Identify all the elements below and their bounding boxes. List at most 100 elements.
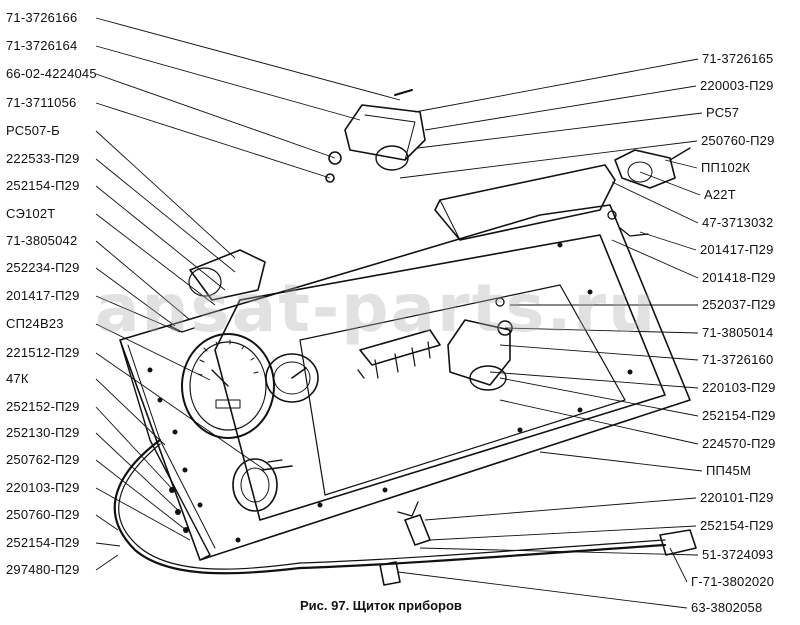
callout-label-left: 66-02-4224045 (6, 66, 97, 81)
screws (169, 210, 649, 517)
leader-line-left (95, 514, 119, 531)
figure-caption: Рис. 97. Щиток приборов (300, 598, 462, 613)
upper-left-bracket (188, 249, 266, 301)
callout-label-right: 71-3805014 (702, 325, 774, 340)
leader-line-right (611, 181, 699, 224)
leader-line-left (95, 406, 176, 493)
leader-line-left (95, 45, 361, 121)
leader-line-left (95, 352, 266, 471)
callout-label-right: 63-3802058 (691, 600, 763, 615)
callout-label-right: 252154-П29 (700, 518, 774, 533)
leader-line-right (399, 140, 698, 179)
callout-label-right: Г-71-3802020 (691, 574, 775, 589)
callout-label-right: 201418-П29 (702, 270, 776, 285)
leader-line-right (429, 525, 697, 541)
callout-label-left: 71-3726164 (6, 38, 78, 53)
lamp-assembly (614, 147, 691, 189)
leader-line-left (95, 130, 236, 259)
callout-label-left: 252152-П29 (6, 399, 80, 414)
panel-outline (119, 204, 691, 561)
leader-line-left (95, 267, 176, 327)
callout-label-left: 252154-П29 (6, 178, 80, 193)
callout-label-left: 220103-П29 (6, 480, 80, 495)
callout-label-left: 297480-П29 (6, 562, 80, 577)
top-rail (434, 164, 616, 241)
callout-label-left: 71-3805042 (6, 233, 78, 248)
callout-label-right: РС57 (706, 105, 740, 120)
small-gauge (232, 458, 293, 512)
leader-line-right (499, 377, 699, 417)
leader-line-left (95, 185, 226, 291)
callout-label-left: 250760-П29 (6, 507, 80, 522)
callout-label-right: 224570-П29 (702, 436, 776, 451)
leader-line-right (664, 159, 698, 169)
callout-label-left: 71-3726166 (6, 10, 78, 25)
leader-line-right (611, 239, 699, 279)
leader-line-left (95, 459, 187, 531)
callout-label-right: 220003-П29 (700, 78, 774, 93)
callout-label-right: 252037-П29 (702, 297, 776, 312)
speedometer-cable (113, 438, 667, 575)
leader-line-left (95, 542, 121, 547)
leader-line-right (539, 451, 703, 472)
callout-label-left: 71-3711056 (6, 95, 77, 110)
leader-line-right (419, 547, 699, 556)
leader-line-right (669, 547, 688, 583)
leader-line-right (499, 399, 699, 445)
leader-line-left (95, 295, 181, 333)
leader-line-left (95, 554, 119, 571)
leader-line-right (397, 571, 688, 609)
leader-line-right (424, 85, 697, 131)
leader-line-left (95, 378, 166, 446)
panel-left-edge (119, 339, 211, 561)
leader-line-left (95, 432, 181, 513)
switch-block (359, 329, 441, 379)
callout-label-right: 220103-П29 (702, 380, 776, 395)
panel-inner-frame (214, 234, 666, 521)
callout-label-left: СЭ102Т (6, 206, 56, 221)
leader-line-right (639, 171, 701, 196)
callout-label-right: 51-3724093 (702, 547, 774, 562)
callout-label-right: А22Т (704, 187, 736, 202)
leader-line-right (424, 497, 697, 521)
callout-label-left: 250762-П29 (6, 452, 80, 467)
callout-label-left: 252130-П29 (6, 425, 80, 440)
leader-line-left (95, 213, 216, 306)
leader-line-left (95, 17, 401, 101)
callout-label-right: 71-3726160 (702, 352, 774, 367)
callout-label-right: 252154-П29 (702, 408, 776, 423)
leader-line-right (504, 327, 699, 334)
leader-line-right (417, 112, 703, 149)
callout-label-right: 220101-П29 (700, 490, 774, 505)
callout-label-left: 47К (6, 371, 29, 386)
callout-label-right: 250760-П29 (701, 133, 775, 148)
callout-label-right: ПП45М (706, 463, 751, 478)
panel-window-frame (299, 284, 626, 496)
top-relay (325, 89, 426, 183)
speedometer (181, 333, 275, 439)
leader-lines (95, 17, 703, 609)
leader-line-left (95, 158, 236, 273)
leader-line-left (95, 102, 331, 179)
fuel-gauge (265, 353, 319, 403)
leader-line-left (95, 73, 336, 159)
callout-label-left: 252154-П29 (6, 535, 80, 550)
callout-label-right: 71-3726165 (702, 51, 774, 66)
cable-nut (659, 529, 697, 556)
callout-label-left: 221512-П29 (6, 345, 80, 360)
callout-label-right: 47-3713032 (702, 215, 774, 230)
callout-label-left: 222533-П29 (6, 151, 80, 166)
callout-label-left: РС507-Б (6, 123, 60, 138)
callout-label-left: СП24В23 (6, 316, 64, 331)
leader-line-left (95, 240, 191, 321)
leader-line-left (95, 323, 211, 381)
callout-label-left: 201417-П29 (6, 288, 80, 303)
callout-label-left: 252234-П29 (6, 260, 80, 275)
leader-line-right (499, 344, 699, 361)
leader-line-right (639, 231, 697, 251)
center-relay (447, 319, 513, 391)
callout-label-right: 201417-П29 (700, 242, 774, 257)
leader-line-right (489, 371, 699, 389)
leader-line-left (95, 487, 191, 541)
